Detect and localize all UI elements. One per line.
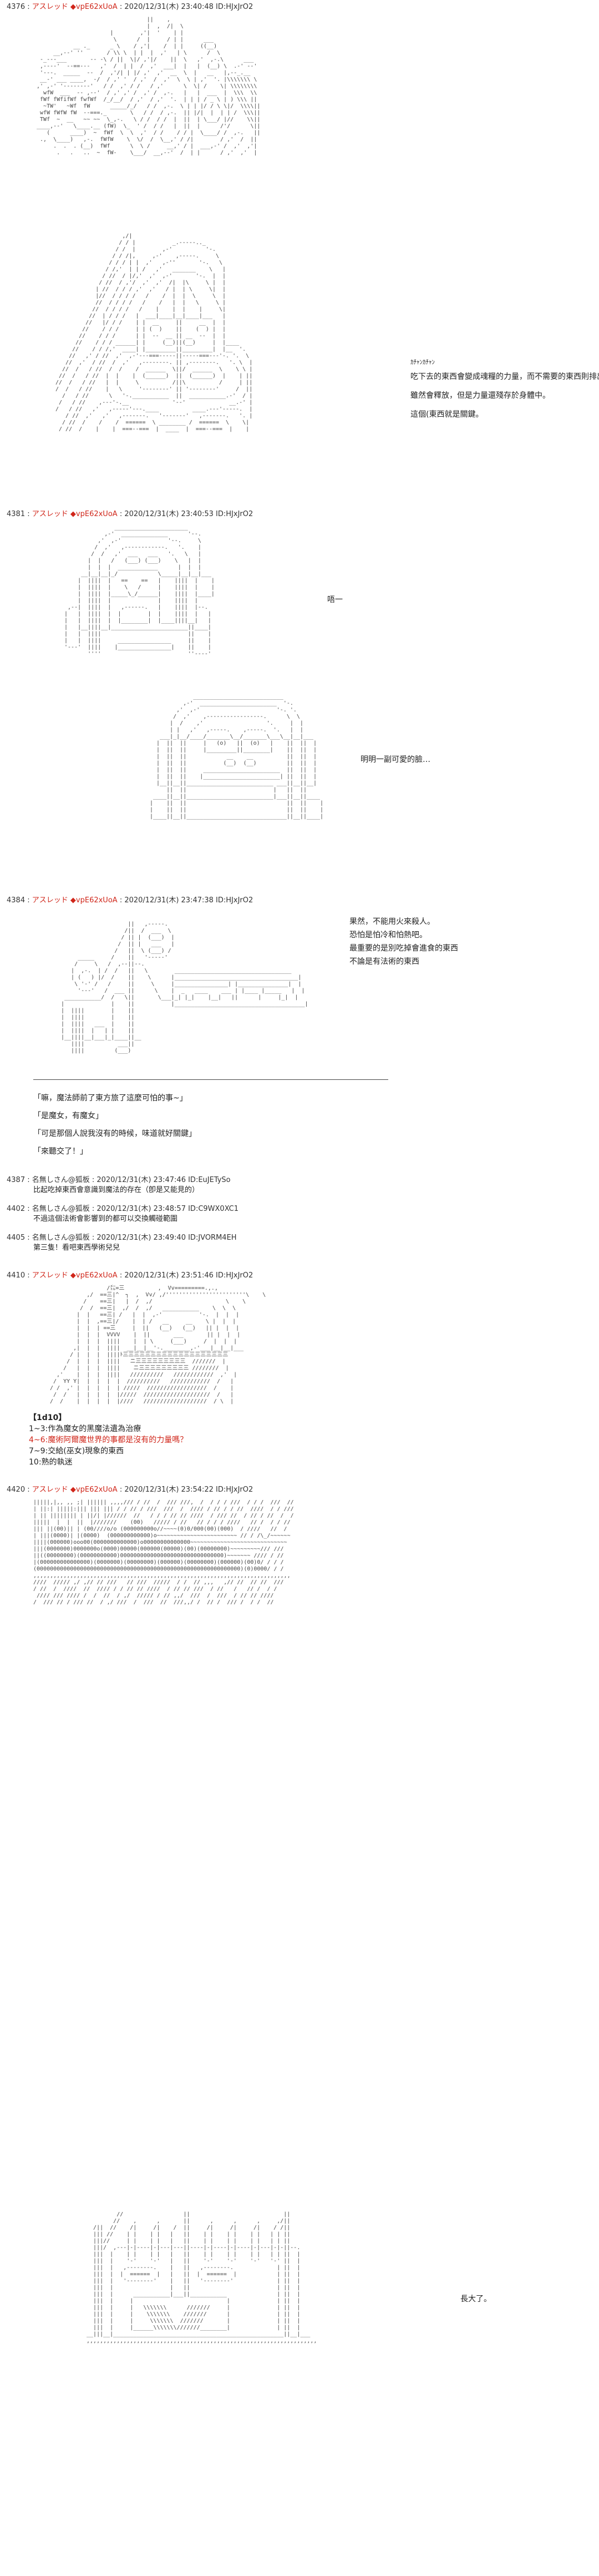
- narration-line: 「是魔女，有魔女」: [33, 1112, 103, 1120]
- ascii-art-character-5: /㍍=三 , Vv=========.,., ,/ ==三|^ ┐ , Vv/ …: [50, 1285, 266, 1405]
- poster-name[interactable]: アスレッド: [32, 896, 68, 905]
- ascii-art-character-4: || ,-----. /|| / ___ \ / || | (___) | / …: [61, 921, 308, 1054]
- narration-line: 「嘛，魔法師前了東方旅了這麼可怕的事~」: [33, 1094, 187, 1103]
- speech-line: 最重要的是別吃掉會進食的東西: [349, 944, 458, 953]
- speech-line: 唔一: [327, 595, 343, 604]
- speech-line: 雖然會釋放，但是力量還殘存於身體中。: [410, 391, 550, 400]
- post-meta: : 2020/12/31(木) 23:40:53 ID:HJxJrO2: [119, 510, 253, 518]
- ascii-art-landscape: || , | , /| \ | ,'| ' | | \ / | / | | __…: [37, 17, 261, 156]
- speech-line: 長大了。: [460, 2295, 491, 2304]
- reply-body: 比起吃掉東西會意識到魔法的存在（卽是又能見的）: [33, 1186, 200, 1194]
- speech-line: 果然，不能用火來殺人。: [349, 917, 435, 926]
- poster-name[interactable]: アスレッド: [32, 510, 68, 518]
- post-header-4376: 4376 : アスレッド ◆vpE62xUoA : 2020/12/31(木) …: [7, 2, 253, 12]
- choice-item: 1~3:作為魔女的黑魔法遺為治療: [29, 1425, 141, 1433]
- ascii-art-rain-scene: |||||,|,, ,, ;| |||||| ,,,,/// / // / //…: [33, 1499, 294, 1605]
- ascii-art-character-2: ______________________ ,-' _____________…: [64, 524, 215, 657]
- speech-line: 恐怕是怕冷和怕熱吧。: [349, 931, 427, 940]
- post-header-4381: 4381 : アスレッド ◆vpE62xUoA : 2020/12/31(木) …: [7, 509, 253, 519]
- poster-name[interactable]: アスレッド: [32, 3, 68, 11]
- poster-trip: ◆vpE62xUoA: [70, 510, 118, 518]
- poster-name[interactable]: アスレッド: [32, 1486, 68, 1494]
- post-meta: : 2020/12/31(木) 23:51:46 ID:HJxJrO2: [119, 1271, 253, 1280]
- post-meta: : 2020/12/31(木) 23:54:22 ID:HJxJrO2: [119, 1486, 253, 1494]
- post-header-4410: 4410 : アスレッド ◆vpE62xUoA : 2020/12/31(木) …: [7, 1271, 253, 1281]
- post-header-4420: 4420 : アスレッド ◆vpE62xUoA : 2020/12/31(木) …: [7, 1485, 253, 1495]
- speech-line: 明明一副可愛的臉…: [361, 755, 430, 764]
- choice-item: 10:熟的執迷: [29, 1458, 73, 1467]
- reply-body: 不過這個法術會影響到的都可以交換觸碰範圍: [33, 1215, 178, 1223]
- narration-line: 「可是那個人說我沒有的時候，味道就好關鍵」: [33, 1129, 196, 1138]
- speech-line: 吃下去的東西會變成魂糧的力量，而不需要的東西則排出體外。: [410, 372, 599, 381]
- poster-trip: ◆vpE62xUoA: [70, 3, 118, 11]
- choice-item-highlighted: 4~6:魔術阿爾魔世界的事都是沒有的力量嗎？: [29, 1436, 188, 1444]
- reply-header-4405: 4405 : 名無しさん@狐板 : 2020/12/31(木) 23:49:40…: [7, 1234, 237, 1242]
- post-number: 4376 :: [7, 3, 30, 11]
- post-number: 4420 :: [7, 1486, 30, 1494]
- post-number: 4381 :: [7, 510, 30, 518]
- ascii-art-character-6: // || || // , , || , , , ,/|| /|| // /| …: [87, 2211, 317, 2344]
- reply-header-4387: 4387 : 名無しさん@狐板 : 2020/12/31(木) 23:47:46…: [7, 1176, 231, 1184]
- speech-line: 這個(東西就是關鍵。: [410, 410, 484, 419]
- speech-line: 不論是有法術的東西: [349, 957, 419, 966]
- narration-line: 「來聽交了！」: [33, 1147, 88, 1156]
- divider: [33, 1079, 388, 1080]
- post-header-4384: 4384 : アスレッド ◆vpE62xUoA : 2020/12/31(木) …: [7, 896, 253, 906]
- reply-body: 第三隻！看吧東西學術兒兒: [33, 1244, 120, 1252]
- post-meta: : 2020/12/31(木) 23:47:38 ID:HJxJrO2: [119, 896, 253, 905]
- post-number: 4410 :: [7, 1271, 30, 1280]
- poster-trip: ◆vpE62xUoA: [70, 1486, 118, 1494]
- ascii-art-character-1: ,/| / / | _.-----.._ / / | ,-' '-. / / /…: [55, 233, 253, 432]
- ascii-art-character-3: ___________________________ ,-' ________…: [150, 694, 324, 820]
- poster-name[interactable]: アスレッド: [32, 1271, 68, 1280]
- choice-title: 【1d10】: [29, 1413, 67, 1422]
- choice-item: 7~9:交給(巫女)現象的東西: [29, 1447, 124, 1456]
- post-number: 4384 :: [7, 896, 30, 905]
- poster-trip: ◆vpE62xUoA: [70, 896, 118, 905]
- reply-header-4402: 4402 : 名無しさん@狐板 : 2020/12/31(木) 23:48:57…: [7, 1205, 239, 1213]
- poster-trip: ◆vpE62xUoA: [70, 1271, 118, 1280]
- post-meta: : 2020/12/31(木) 23:40:48 ID:HJxJrO2: [119, 3, 253, 11]
- sound-effect: ｶﾁｬﾝｶﾁｬﾝ: [410, 358, 435, 366]
